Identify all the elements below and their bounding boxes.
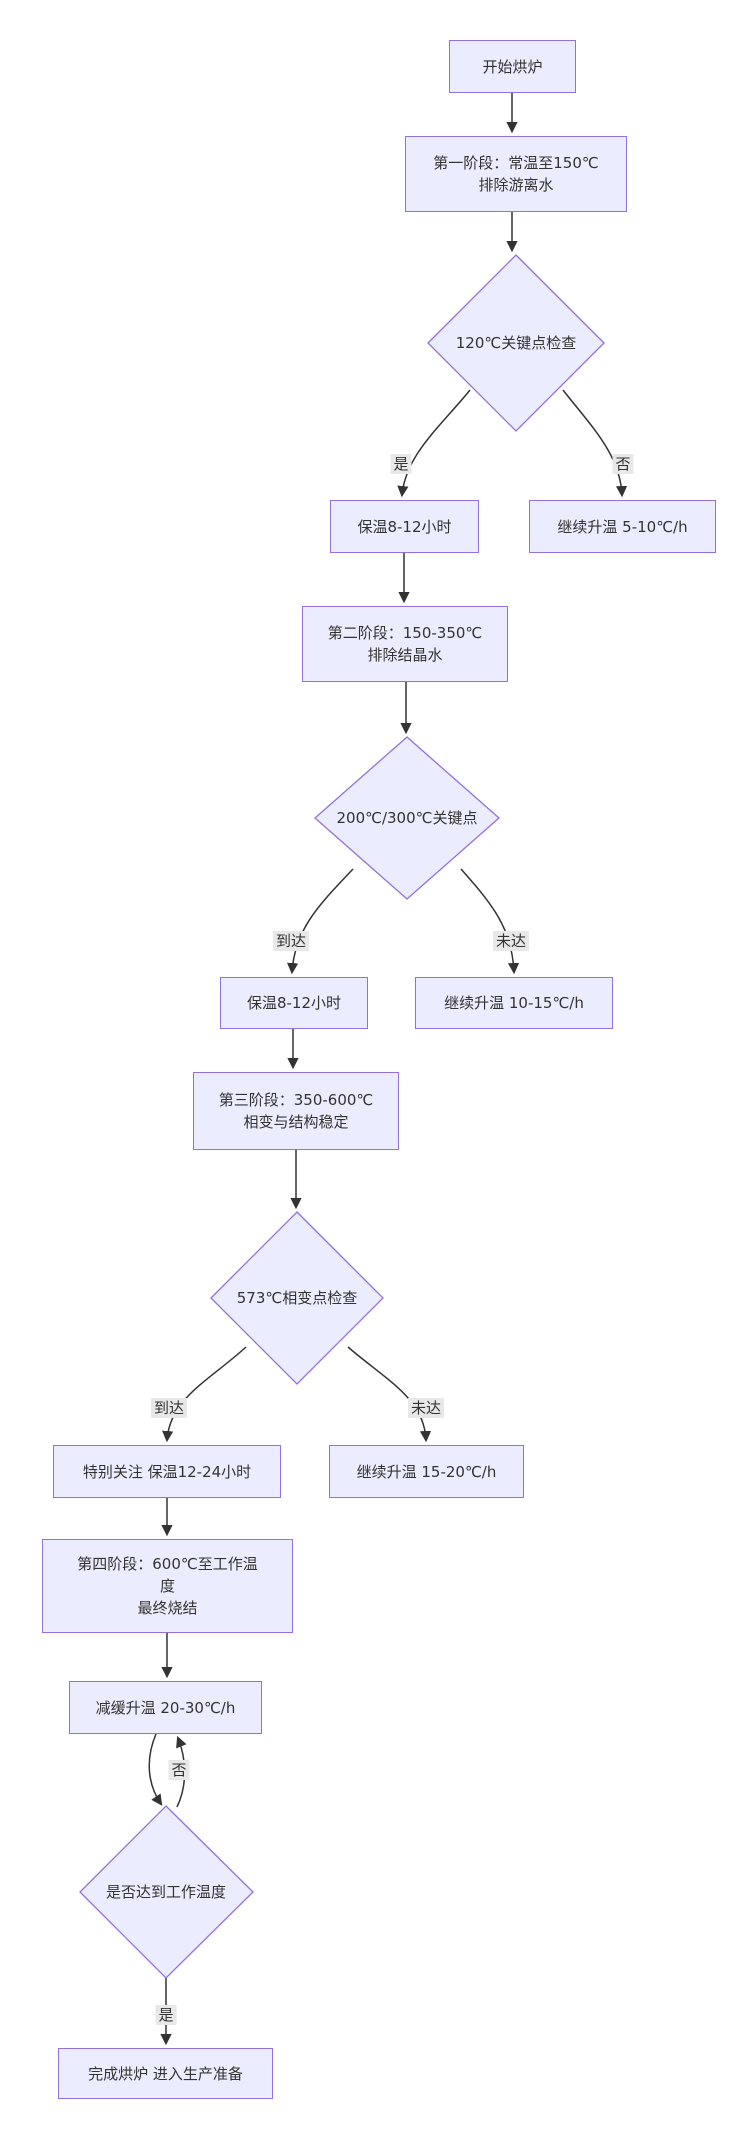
edge-check573-reached (162, 1346, 247, 1443)
node-stage1-line1: 第一阶段：常温至150℃ (433, 154, 599, 172)
node-hold-8-12-a: 保温8-12小时 (330, 500, 479, 553)
node-start: 开始烘炉 (449, 40, 576, 93)
node-stage3-line2: 相变与结构稳定 (243, 1113, 349, 1131)
node-slow-20-30: 减缓升温 20-30℃/h (69, 1681, 262, 1734)
node-done-label: 完成烘炉 进入生产准备 (88, 2064, 243, 2083)
edge-check200-notreached (460, 868, 520, 975)
node-stage4-line1: 第四阶段：600℃至工作温 (77, 1555, 258, 1573)
node-continue-5-10: 继续升温 5-10℃/h (529, 500, 716, 553)
decision-200-300c-shape (314, 736, 500, 900)
decision-120c-check-shape (427, 254, 605, 432)
node-hold-12-24: 特别关注 保温12-24小时 (53, 1445, 281, 1498)
node-stage2-line2: 排除结晶水 (367, 646, 443, 664)
decision-work-temp-shape (79, 1805, 254, 1979)
node-stage4: 第四阶段：600℃至工作温 度 最终烧结 (42, 1539, 293, 1633)
node-hold-8-12-b: 保温8-12小时 (220, 977, 368, 1029)
node-stage3: 第三阶段：350-600℃ 相变与结构稳定 (193, 1072, 399, 1150)
node-continue-10-15-label: 继续升温 10-15℃/h (444, 994, 584, 1012)
node-hold-8-12-b-label: 保温8-12小时 (246, 994, 342, 1012)
edge-check120-no (562, 389, 628, 498)
node-continue-10-15: 继续升温 10-15℃/h (415, 977, 613, 1029)
node-done: 完成烘炉 进入生产准备 (58, 2048, 273, 2099)
edge-label-d2-reached: 到达 (272, 931, 310, 951)
edge-check200-reached (287, 868, 354, 975)
edge-label-d3-not-reached: 未达 (407, 1398, 445, 1418)
decision-573c-shape (210, 1211, 384, 1385)
edge-label-d3-reached: 到达 (150, 1398, 188, 1418)
node-stage2-line1: 第二阶段：150-350℃ (327, 624, 483, 642)
node-continue-5-10-label: 继续升温 5-10℃/h (557, 517, 688, 536)
node-start-label: 开始烘炉 (482, 57, 543, 76)
node-hold-12-24-label: 特别关注 保温12-24小时 (82, 1462, 252, 1481)
node-stage4-line2: 度 (159, 1577, 175, 1595)
edge-label-d2-not-reached: 未达 (492, 931, 530, 951)
edge-slow-to-checkwork (148, 1733, 163, 1806)
node-stage1: 第一阶段：常温至150℃ 排除游离水 (405, 136, 627, 212)
node-slow-20-30-label: 减缓升温 20-30℃/h (95, 1698, 236, 1717)
node-continue-15-20-label: 继续升温 15-20℃/h (356, 1462, 497, 1481)
edge-label-d1-no: 否 (612, 454, 634, 474)
edge-check573-notreached (347, 1346, 432, 1443)
node-stage4-line3: 最终烧结 (137, 1599, 198, 1617)
node-stage1-line2: 排除游离水 (478, 176, 554, 194)
edge-check120-yes (397, 389, 471, 498)
node-continue-15-20: 继续升温 15-20℃/h (329, 1445, 524, 1498)
node-hold-8-12-a-label: 保温8-12小时 (357, 517, 452, 536)
edge-label-d4-no: 否 (168, 1760, 190, 1780)
node-stage3-line1: 第三阶段：350-600℃ (218, 1091, 374, 1109)
edge-label-d4-yes: 是 (155, 2005, 177, 2025)
edge-label-d1-yes: 是 (390, 454, 412, 474)
node-stage2: 第二阶段：150-350℃ 排除结晶水 (302, 606, 508, 682)
